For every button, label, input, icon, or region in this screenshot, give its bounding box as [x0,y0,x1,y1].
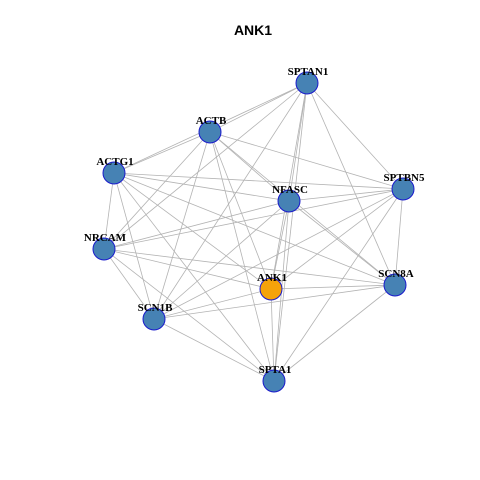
edge-ank1-spta1 [270,288,275,382]
node-label-nfasc: NFASC [272,184,308,196]
edge-sptbn5-nrcam [103,188,404,250]
edge-actb-sptbn5 [209,131,404,190]
edge-ank1-scn1b [153,288,272,320]
edge-actg1-scn8a [113,172,396,286]
node-label-sptan1: SPTAN1 [288,66,329,78]
edge-sptan1-actb [209,82,308,133]
edge-nfasc-ank1 [270,200,290,290]
diagram-title: ANK1 [234,22,272,38]
node-label-sptbn5: SPTBN5 [384,172,425,184]
edge-nfasc-nrcam [103,200,290,250]
edge-sptan1-nfasc [288,82,308,202]
node-nrcam[interactable] [92,237,116,261]
edge-nfasc-scn1b [153,200,290,320]
edge-actb-actg1 [113,131,211,174]
edge-actb-nfasc [209,131,290,202]
node-label-spta1: SPTA1 [259,364,292,376]
edge-actb-ank1 [209,131,272,290]
edge-sptan1-spta1 [273,82,308,382]
edge-nrcam-spta1 [103,248,275,382]
node-label-scn1b: SCN1B [138,302,174,314]
edge-nfasc-scn8a [288,200,396,286]
edge-actg1-nrcam [103,172,115,250]
edge-sptan1-nrcam [103,82,308,250]
node-sptan1[interactable] [295,71,319,95]
edge-scn8a-spta1 [273,284,396,382]
node-nfasc[interactable] [277,189,301,213]
edge-actg1-nfasc [113,172,290,202]
edge-sptbn5-spta1 [273,188,404,382]
node-label-scn8a: SCN8A [378,268,414,280]
edge-scn8a-scn1b [153,284,396,320]
edge-sptbn5-scn8a [394,188,404,286]
node-sptbn5[interactable] [391,177,415,201]
edge-sptan1-scn1b [153,82,308,320]
edge-actb-scn1b [153,131,211,320]
edge-nrcam-scn8a [103,248,396,286]
edge-actb-scn8a [209,131,396,286]
edge-scn1b-spta1 [153,318,275,382]
node-spta1[interactable] [262,369,286,393]
edge-sptbn5-nfasc [288,188,404,202]
edge-actg1-spta1 [113,172,275,382]
node-scn8a[interactable] [383,273,407,297]
node-label-nrcam: NRCAM [84,232,127,244]
node-actb[interactable] [198,120,222,144]
node-scn1b[interactable] [142,307,166,331]
node-label-actg1: ACTG1 [96,156,133,168]
edge-actg1-sptbn5 [113,172,404,190]
edge-sptan1-scn8a [306,82,396,286]
node-label-actb: ACTB [196,115,227,127]
edge-actb-spta1 [209,131,275,382]
node-ank1[interactable] [259,277,283,301]
edge-scn8a-ank1 [270,284,396,290]
edges-layer [103,82,404,382]
node-label-ank1: ANK1 [257,272,287,284]
edge-nrcam-scn1b [103,248,155,320]
edge-actg1-scn1b [113,172,155,320]
edge-sptan1-sptbn5 [306,82,404,190]
edge-nrcam-ank1 [103,248,272,290]
node-actg1[interactable] [102,161,126,185]
nodes-layer [92,71,415,393]
